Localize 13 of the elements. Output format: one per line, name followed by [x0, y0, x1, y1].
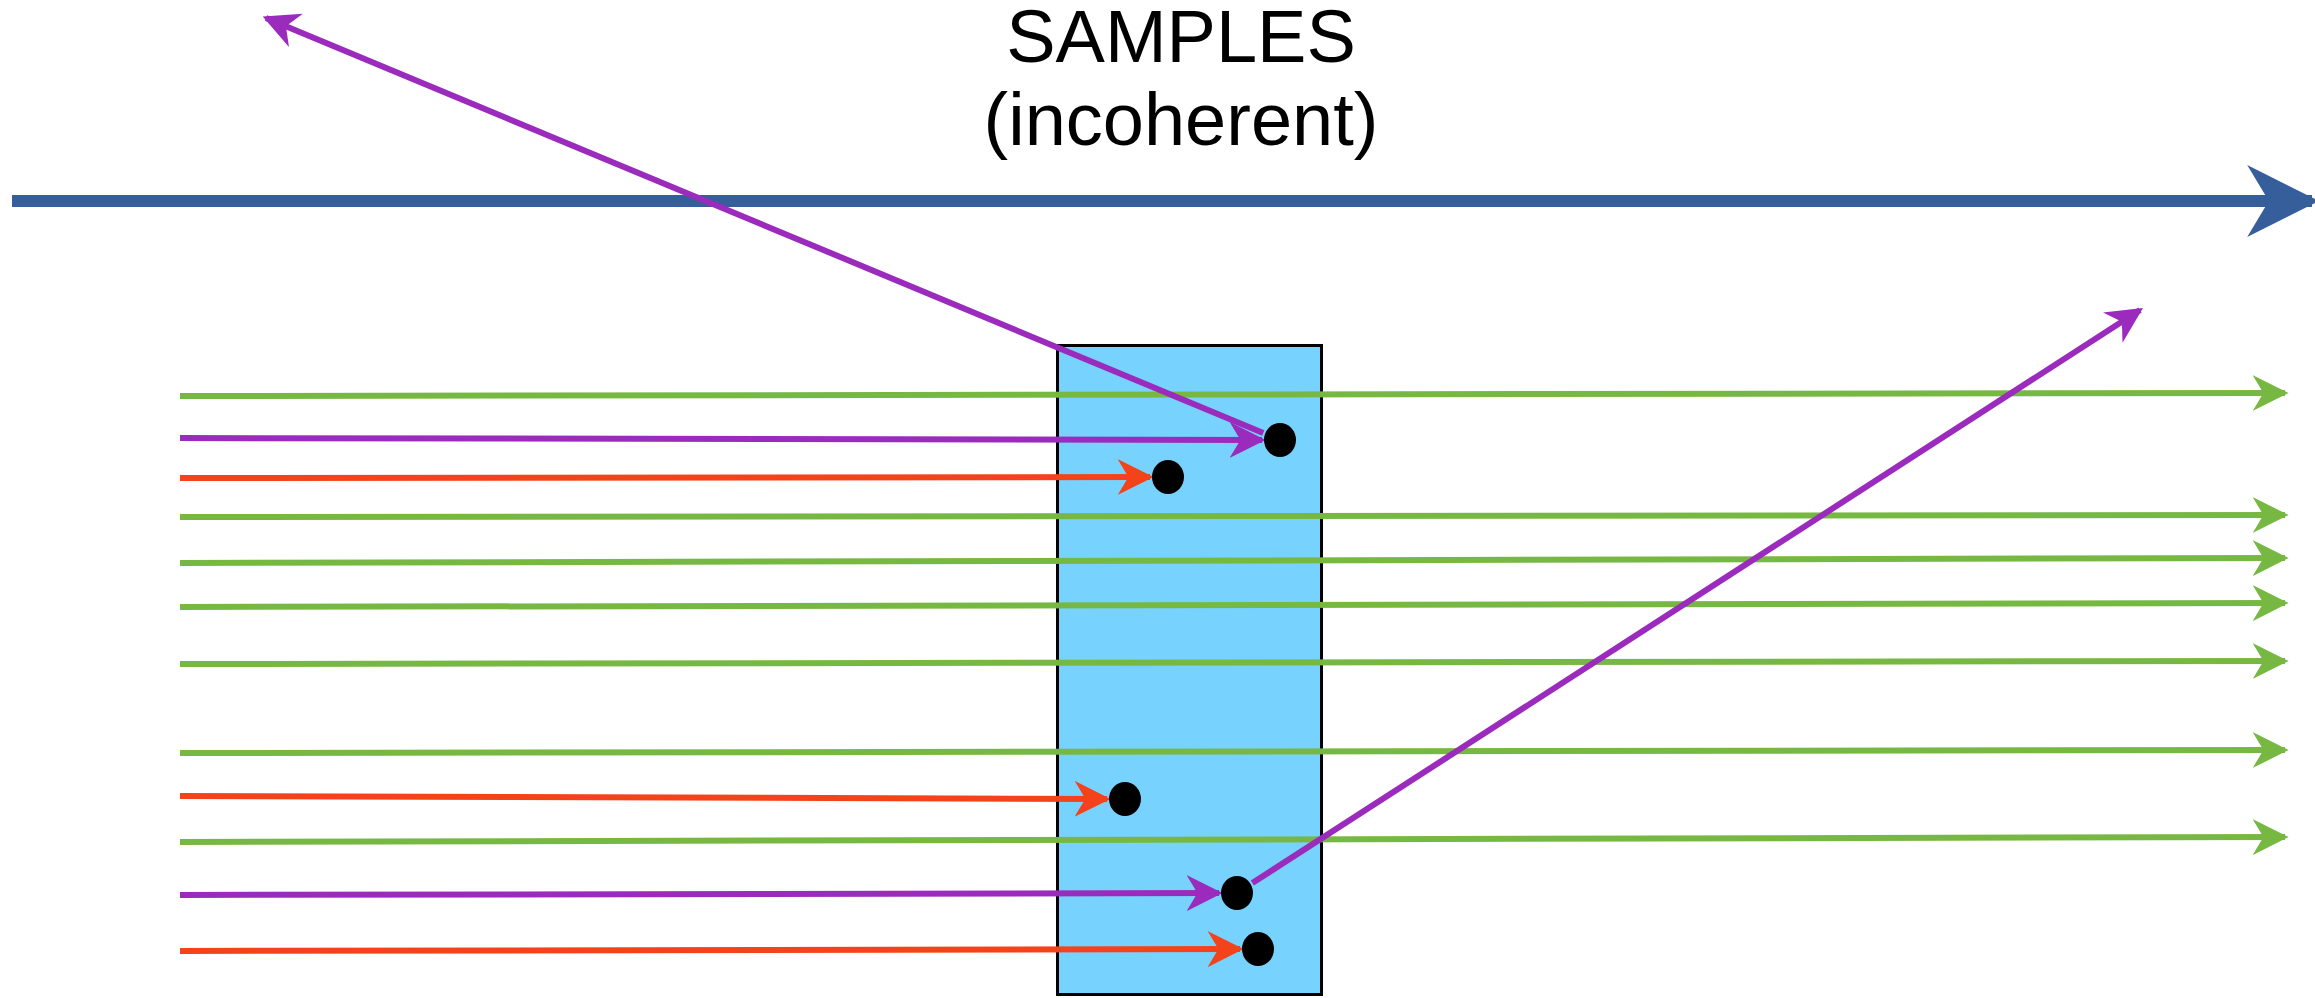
arrow [180, 421, 1266, 458]
title: SAMPLES (incoherent) [982, 0, 1380, 162]
arrow [180, 931, 1244, 968]
arrow [1250, 307, 2143, 886]
scatterer-dot [1242, 932, 1274, 966]
scatterer-dot [1264, 423, 1296, 457]
arrow [262, 13, 1265, 436]
arrow [180, 875, 1223, 912]
scatterer-dot [1152, 460, 1184, 494]
scatterer-dot [1221, 876, 1253, 910]
arrow [180, 780, 1111, 817]
scatterer-dot [1109, 782, 1141, 816]
arrow [180, 459, 1154, 496]
